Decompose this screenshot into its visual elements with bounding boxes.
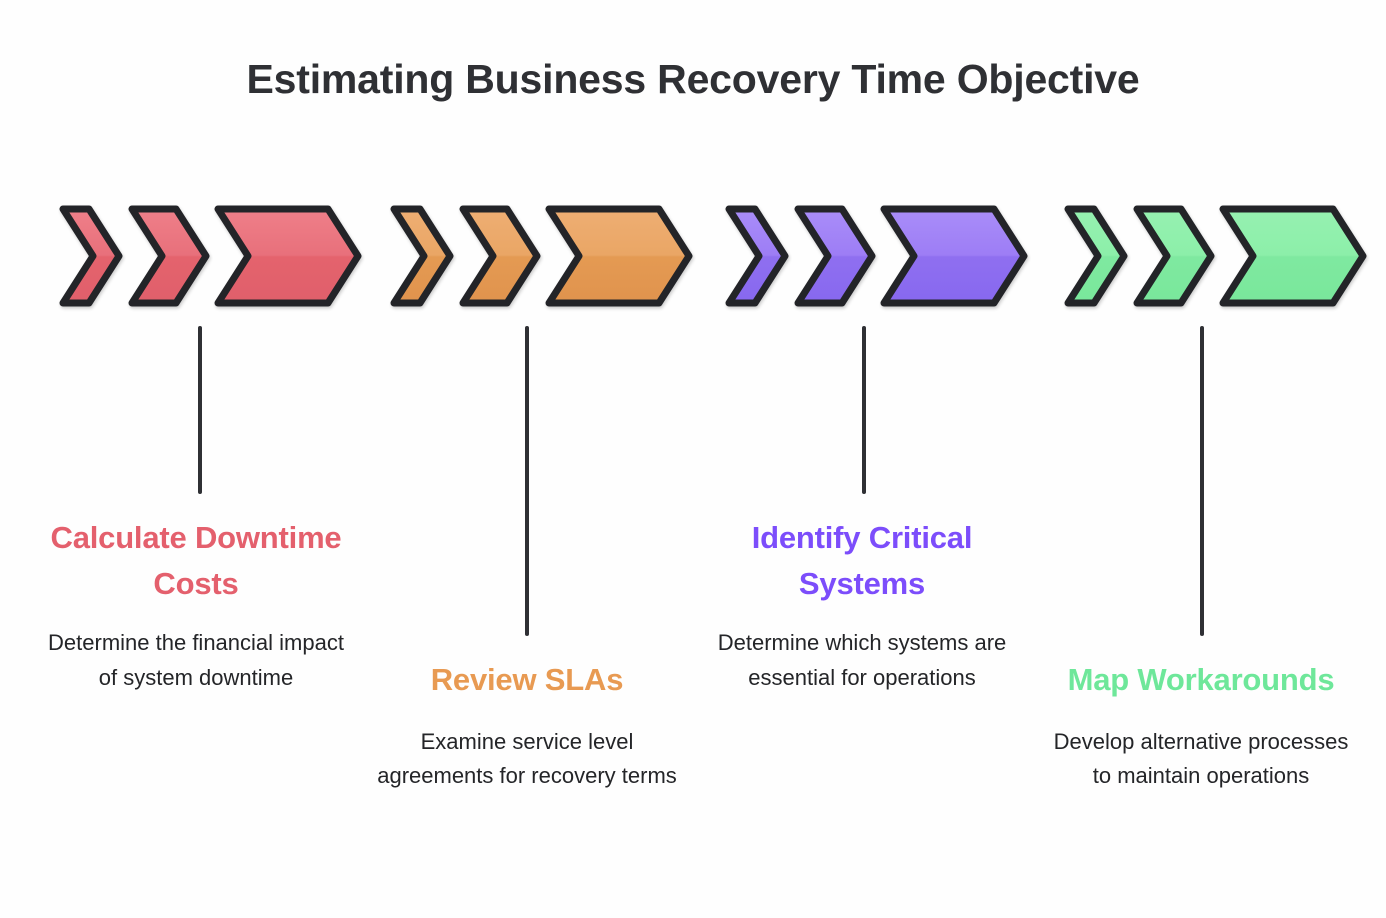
chevron-group-2	[697, 205, 1028, 313]
chevron-large-icon	[545, 205, 693, 307]
chevron-small-icon	[1064, 205, 1128, 307]
step-column-review-slas: Review SLAs Examine service level agreem…	[362, 0, 693, 918]
chevron-group-3	[1036, 205, 1367, 313]
step-text-1: Review SLAs Examine service level agreem…	[362, 657, 692, 794]
step-column-calculate-downtime-costs: Calculate Downtime Costs Determine the f…	[31, 0, 362, 918]
chevron-group-0	[31, 205, 362, 313]
chevron-medium-icon	[794, 205, 876, 307]
step-description-0: Determine the financial impact of system…	[48, 630, 344, 690]
step-text-0: Calculate Downtime Costs Determine the f…	[31, 515, 361, 695]
step-heading-1: Review SLAs	[430, 662, 624, 697]
connector-line-2	[862, 326, 866, 494]
step-heading-0: Calculate Downtime Costs	[50, 520, 342, 601]
chevron-large-icon	[880, 205, 1028, 307]
chevron-small-icon	[725, 205, 789, 307]
connector-line-0	[198, 326, 202, 494]
chevron-large-icon	[1219, 205, 1367, 307]
chevron-small-icon	[390, 205, 454, 307]
chevron-small-icon	[59, 205, 123, 307]
chevron-medium-icon	[128, 205, 210, 307]
chevron-medium-icon	[459, 205, 541, 307]
chevron-large-icon	[214, 205, 362, 307]
step-text-3: Map Workarounds Develop alternative proc…	[1036, 657, 1366, 794]
step-column-identify-critical-systems: Identify Critical Systems Determine whic…	[697, 0, 1028, 918]
step-heading-3: Map Workarounds	[1067, 662, 1335, 697]
step-description-1: Examine service level agreements for rec…	[377, 728, 677, 789]
step-text-2: Identify Critical Systems Determine whic…	[697, 515, 1027, 695]
step-description-2: Determine which systems are essential fo…	[717, 630, 1007, 690]
step-description-3: Develop alternative processes to maintai…	[1053, 728, 1349, 789]
page-title: Estimating Business Recovery Time Object…	[246, 56, 1140, 102]
chevron-group-1	[362, 205, 693, 313]
connector-line-3	[1200, 326, 1204, 636]
chevron-medium-icon	[1133, 205, 1215, 307]
step-column-map-workarounds: Map Workarounds Develop alternative proc…	[1036, 0, 1367, 918]
step-heading-2: Identify Critical Systems	[751, 520, 973, 601]
connector-line-1	[525, 326, 529, 636]
